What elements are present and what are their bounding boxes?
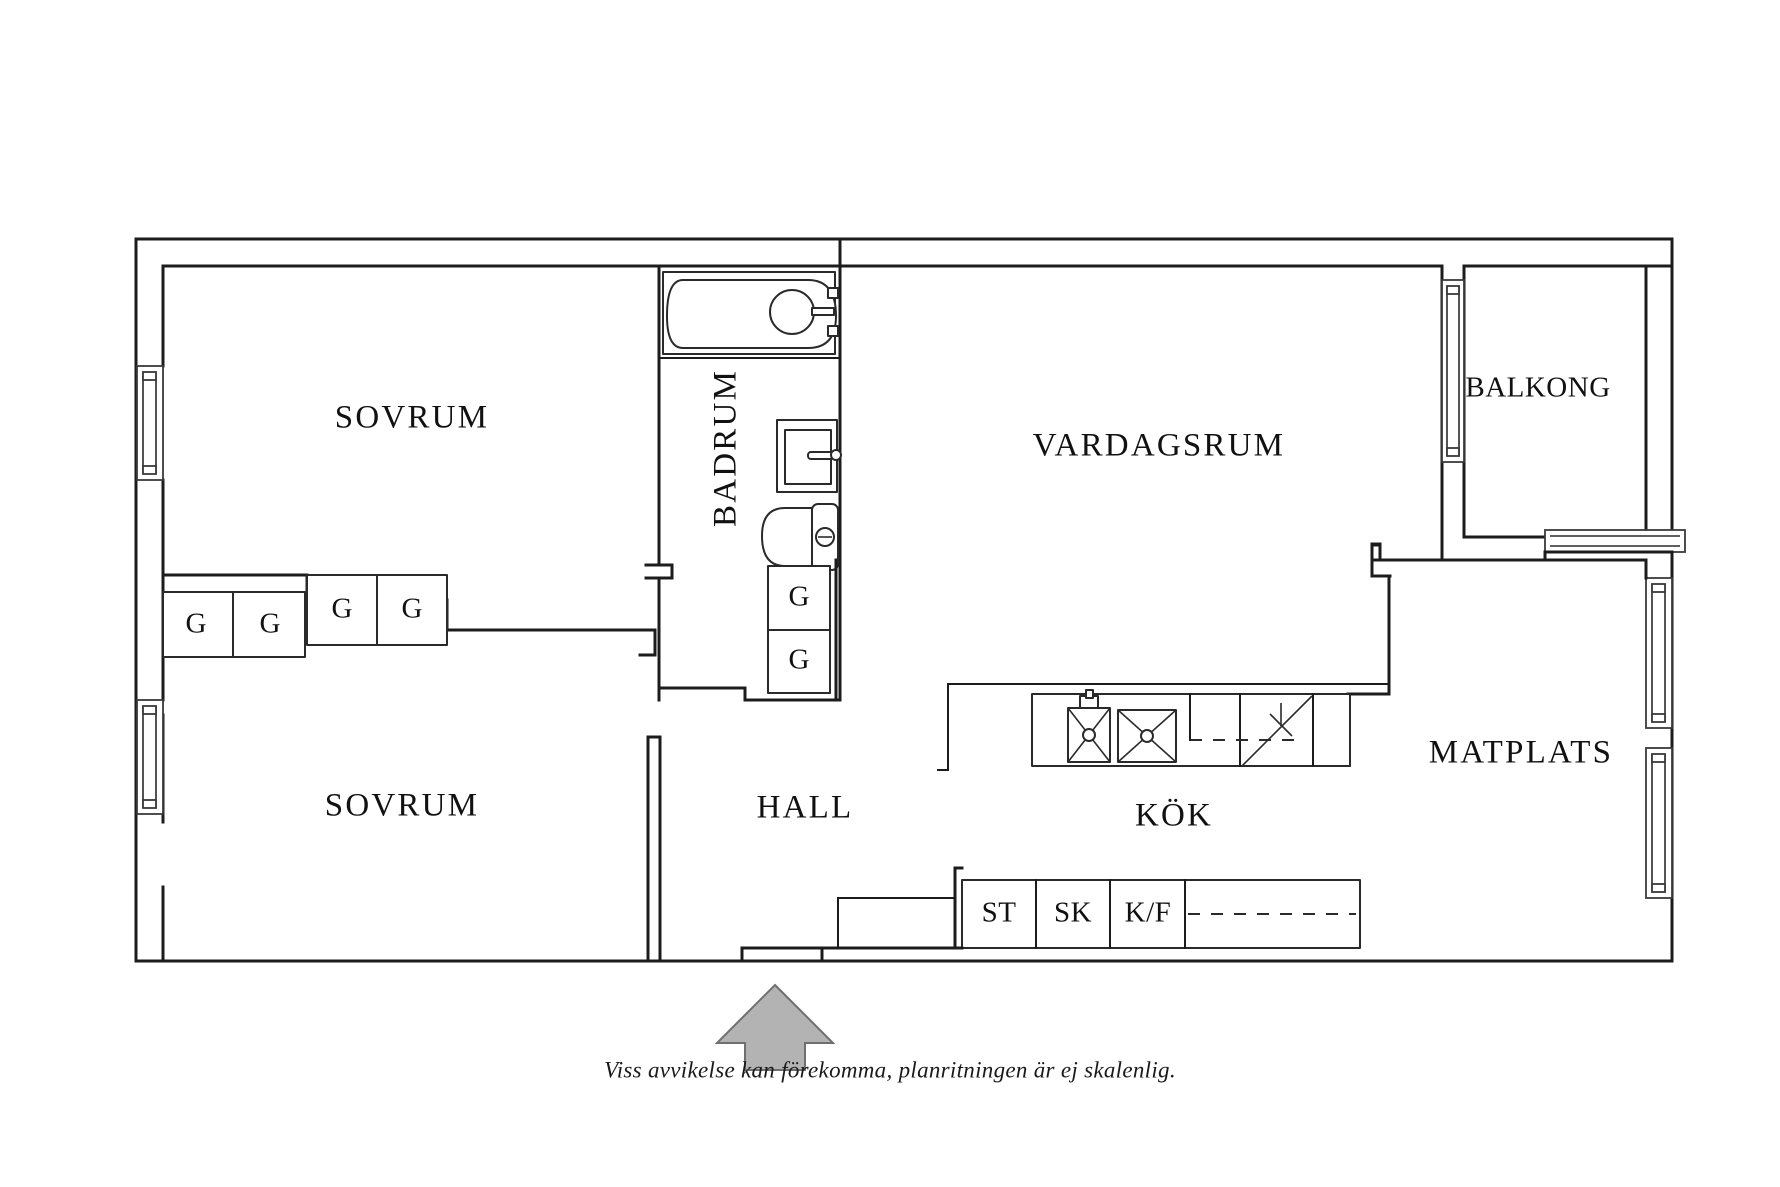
room-label-sovrum-top: SOVRUM [335,400,489,436]
cabinet-label-kf: K/F [1125,897,1172,929]
closet-label-g-2: G [260,608,281,640]
closet-label-g-4: G [402,593,423,625]
room-label-hall: HALL [757,790,854,826]
cabinet-label-sk: SK [1054,897,1092,929]
closet-label-g-6: G [789,644,810,676]
dishwasher-icon [1117,709,1177,763]
window-right-lower [1645,747,1673,899]
cabinet-row-kitchen [820,866,1361,950]
room-label-badrum: BADRUM [708,369,744,527]
closet-row-sovrum [162,574,448,658]
room-vardagsrum [838,237,1444,578]
cabinet-label-st: ST [982,897,1017,929]
closet-label-g-5: G [789,581,810,613]
closet-label-g-1: G [186,608,207,640]
stove-icon [1241,695,1313,767]
closet-label-g-3: G [332,593,353,625]
window-right-upper [1645,577,1673,729]
closet-column-hall [767,558,838,702]
window-left-upper [136,365,164,481]
washbasin-icon [776,419,842,493]
kitchen-sink-icon [1067,689,1111,763]
entrance-arrow [714,983,836,1071]
room-balkong [1441,264,1686,553]
counter-dashed-line [1189,693,1305,741]
room-label-vardagsrum: VARDAGSRUM [1033,428,1285,464]
plan-caption: Viss avvikelse kan förekomma, planritnin… [604,1057,1176,1082]
window-left-lower [136,699,164,815]
room-label-kok: KÖK [1135,798,1213,834]
bathtub-icon [662,271,839,355]
room-label-matplats: MATPLATS [1429,735,1613,771]
room-label-sovrum-bottom: SOVRUM [325,788,479,824]
room-badrum [657,264,842,702]
room-matplats [1370,543,1674,580]
room-hall [161,735,1674,963]
room-label-balkong: BALKONG [1465,372,1610,404]
toilet-icon [761,503,839,571]
